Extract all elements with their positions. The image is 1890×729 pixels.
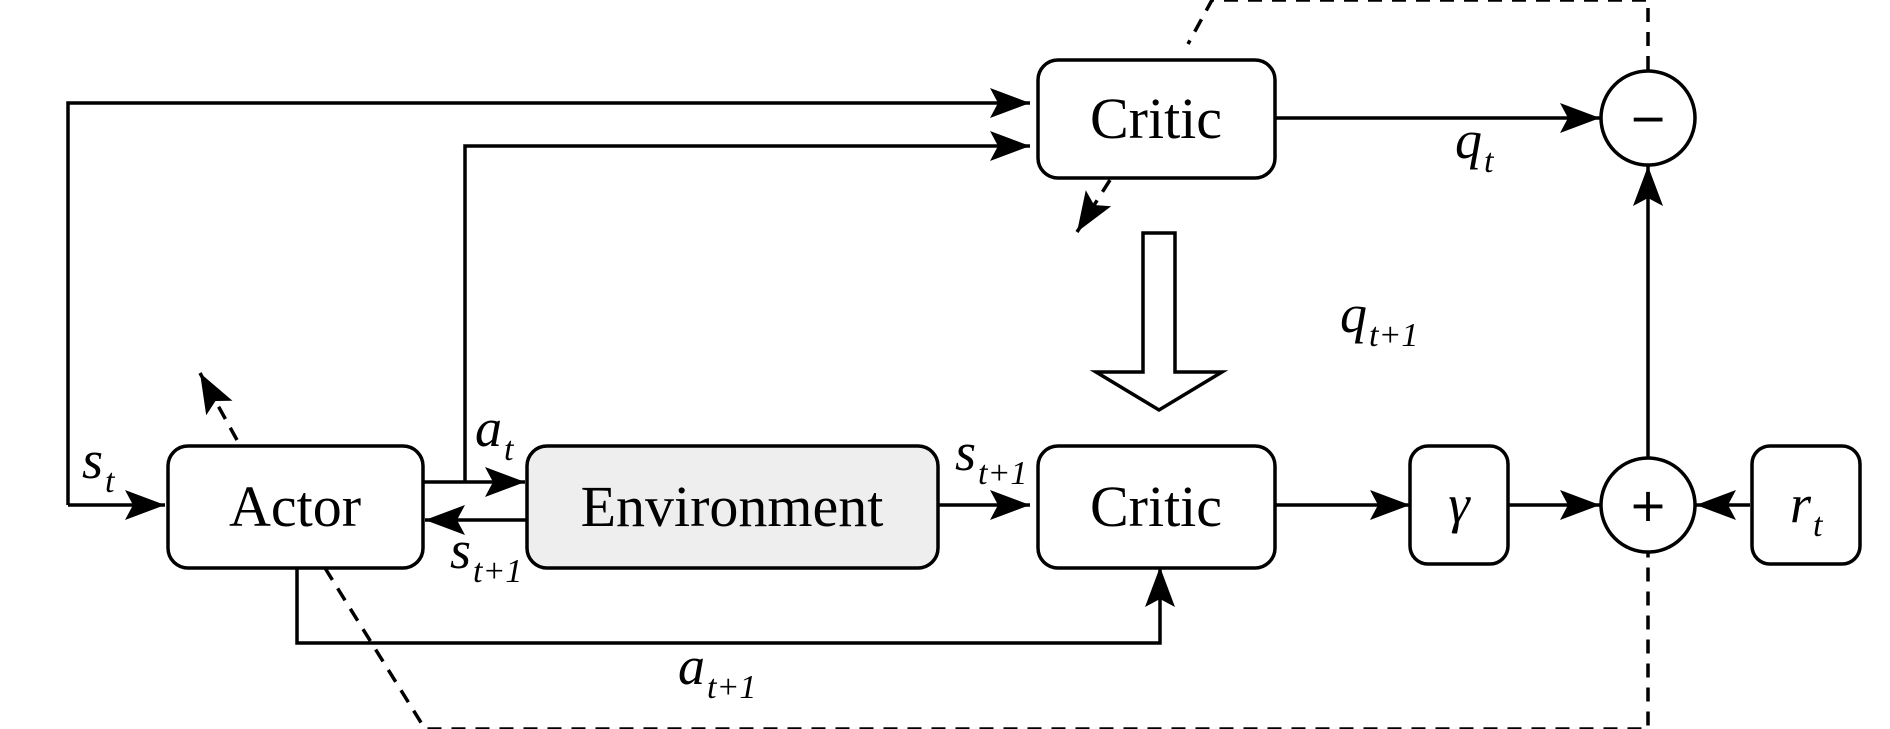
plus-junction	[1599, 456, 1697, 554]
reward-label: rt	[1790, 474, 1824, 544]
label-a-t1: at+1	[678, 636, 756, 706]
action-to-critic-line	[463, 131, 1030, 482]
environment-block	[525, 444, 940, 570]
gamma-label: γ	[1448, 474, 1471, 534]
plus-symbol: +	[1629, 478, 1668, 532]
label-a-t: at	[475, 398, 515, 468]
label-q-t: qt	[1455, 110, 1495, 180]
minus-symbol: −	[1629, 91, 1668, 145]
critic-copy-arrow	[1089, 231, 1229, 413]
label-q-t1: qt+1	[1340, 284, 1418, 354]
gamma-block	[1408, 444, 1510, 566]
critic-update-dashed-arrow	[1075, 179, 1112, 233]
label-s-t1-forward: st+1	[955, 422, 1027, 492]
critic-bottom-label: Critic	[1090, 474, 1222, 539]
label-s-t: st	[82, 430, 116, 500]
label-s-t1-feedback: st+1	[450, 520, 522, 590]
actor-label: Actor	[229, 474, 361, 539]
minus-junction	[1599, 69, 1697, 167]
actor-update-dashed-arrow	[198, 372, 239, 441]
state-to-critic-line	[66, 88, 1030, 505]
update-loop-dashed	[323, 553, 1650, 729]
actor-block	[166, 444, 425, 570]
reward-block	[1750, 444, 1862, 566]
critic-bottom-block	[1036, 444, 1277, 570]
critic-top-block	[1036, 58, 1277, 180]
update-loop-dashed-top	[1186, 0, 1650, 70]
next-action-line	[295, 567, 1175, 645]
critic-top-label: Critic	[1090, 86, 1222, 151]
environment-label: Environment	[581, 474, 884, 539]
